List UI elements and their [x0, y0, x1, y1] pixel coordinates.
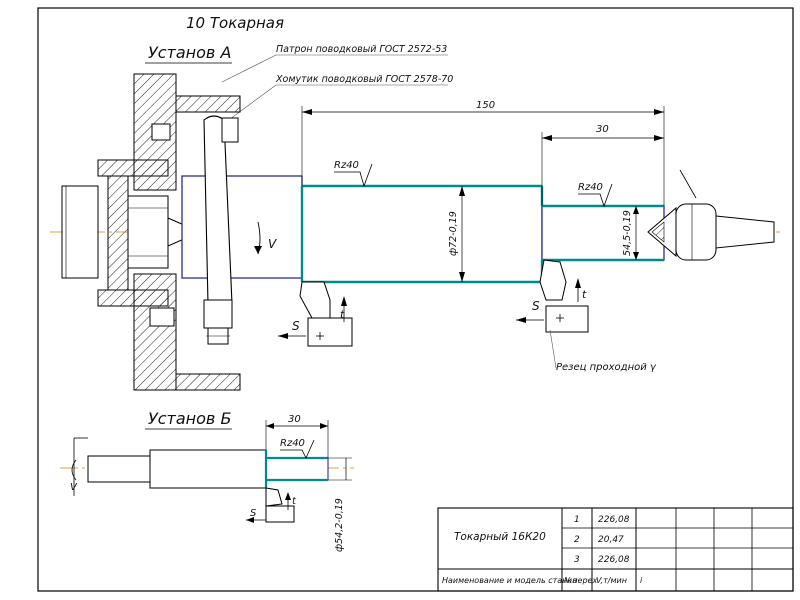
- setup-b-diameter: ф54,2-0,19: [334, 498, 345, 552]
- table-footer-extra: i: [640, 576, 643, 585]
- clamp-leader: [225, 84, 277, 123]
- setup-b-feed-s: S: [250, 508, 257, 519]
- cutting-tool-left: [299, 281, 353, 347]
- dia-small-label: 54,5-0,19: [622, 210, 633, 256]
- setup-b-roughness: Rz40: [280, 438, 305, 449]
- machine-table: [437, 507, 794, 592]
- rotation-arrowhead: [254, 246, 262, 254]
- dim-total-length: 150: [476, 100, 495, 111]
- table-row-2-pass: 2: [574, 535, 580, 545]
- setup-a-title: Установ А: [148, 43, 231, 62]
- table-row-3-pass: 3: [574, 555, 580, 565]
- feed-t-right: t: [582, 288, 587, 301]
- feed-t-left: t: [340, 308, 345, 321]
- table-row-1-speed: 226,08: [598, 515, 630, 525]
- workpiece-setup-b: [73, 437, 329, 496]
- setup-b-dimension-length: [265, 420, 329, 458]
- rotation-mark: V: [268, 237, 277, 251]
- feed-s-right: S: [532, 299, 540, 313]
- tool-leader: [549, 329, 557, 369]
- table-footer-pass: №перех: [563, 576, 597, 585]
- roughness-small: Rz40: [578, 182, 603, 193]
- chuck-leader: [221, 54, 277, 83]
- table-footer-machine: Наименование и модель станка: [442, 576, 577, 585]
- setup-b-title: Установ Б: [148, 409, 231, 428]
- setup-b-dim-length: 30: [288, 414, 301, 425]
- roughness-small-symbol: [578, 183, 613, 208]
- feed-s-left: S: [292, 319, 300, 333]
- operation-title: 10 Токарная: [186, 14, 284, 32]
- driving-dog-clamp: [181, 115, 303, 345]
- roughness-large: Rz40: [334, 160, 359, 171]
- tool-callout: Резец проходной γ: [556, 362, 657, 373]
- dimension-step-length: [541, 132, 664, 206]
- workpiece-setup-a: [300, 184, 665, 284]
- setup-b-roughness-symbol: [280, 439, 315, 459]
- setup-b-rotation-arrow: [71, 459, 77, 481]
- setup-b-rotation-mark: V: [70, 482, 78, 493]
- setup-b-cutting-tool: [265, 487, 295, 523]
- table-machine: Токарный 16К20: [454, 531, 546, 543]
- table-row-1-pass: 1: [574, 515, 580, 525]
- roughness-large-symbol: [334, 163, 373, 188]
- table-row-3-speed: 226,08: [598, 555, 630, 565]
- cutting-tool-right: [539, 259, 589, 333]
- clamp-callout: Хомутик поводковый ГОСТ 2578-70: [275, 74, 453, 85]
- dia-large-label: ф72-0,19: [448, 211, 459, 256]
- table-row-2-speed: 20,47: [598, 535, 624, 545]
- chuck-callout: Патрон поводковый ГОСТ 2572-53: [276, 44, 447, 55]
- dimension-total-length: [301, 106, 665, 206]
- dim-step-length: 30: [596, 124, 609, 135]
- table-footer-speed: V,т/мин: [596, 576, 627, 585]
- tailstock-center: [647, 169, 775, 261]
- sheet-frame: [37, 7, 794, 592]
- setup-b-feed-t: t: [292, 496, 297, 507]
- driving-chuck: [61, 73, 241, 391]
